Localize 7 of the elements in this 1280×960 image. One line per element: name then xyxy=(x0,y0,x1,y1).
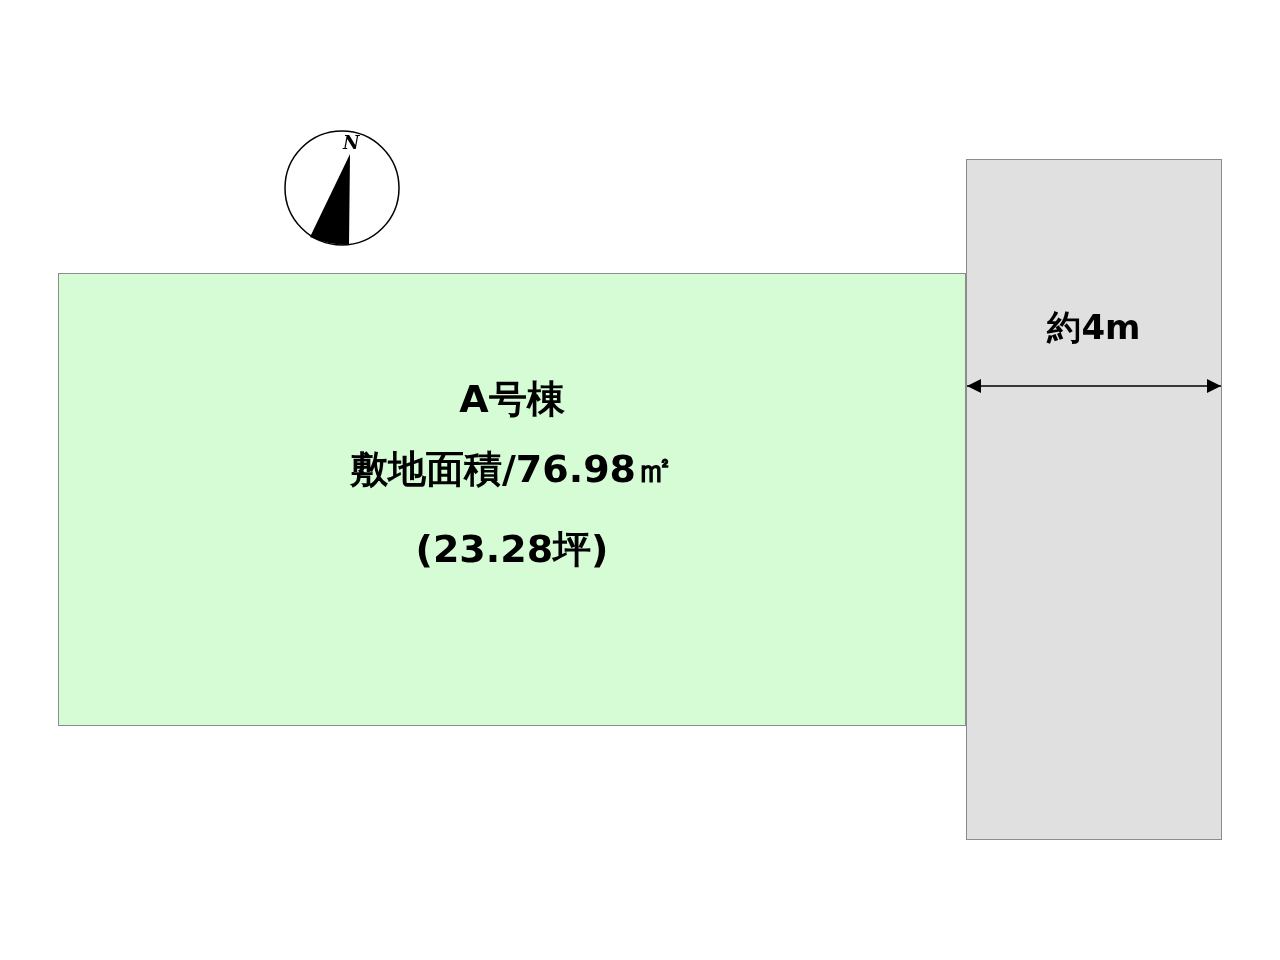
lot-label: (23.28坪) xyxy=(415,526,609,573)
north-label: N xyxy=(343,133,360,153)
road-strip xyxy=(966,159,1222,840)
dimension-label: 約4m xyxy=(1047,306,1141,349)
lot-label: A号棟 xyxy=(459,376,565,423)
lot-label: 敷地面積/76.98㎡ xyxy=(349,446,675,493)
lot-area xyxy=(58,273,966,726)
